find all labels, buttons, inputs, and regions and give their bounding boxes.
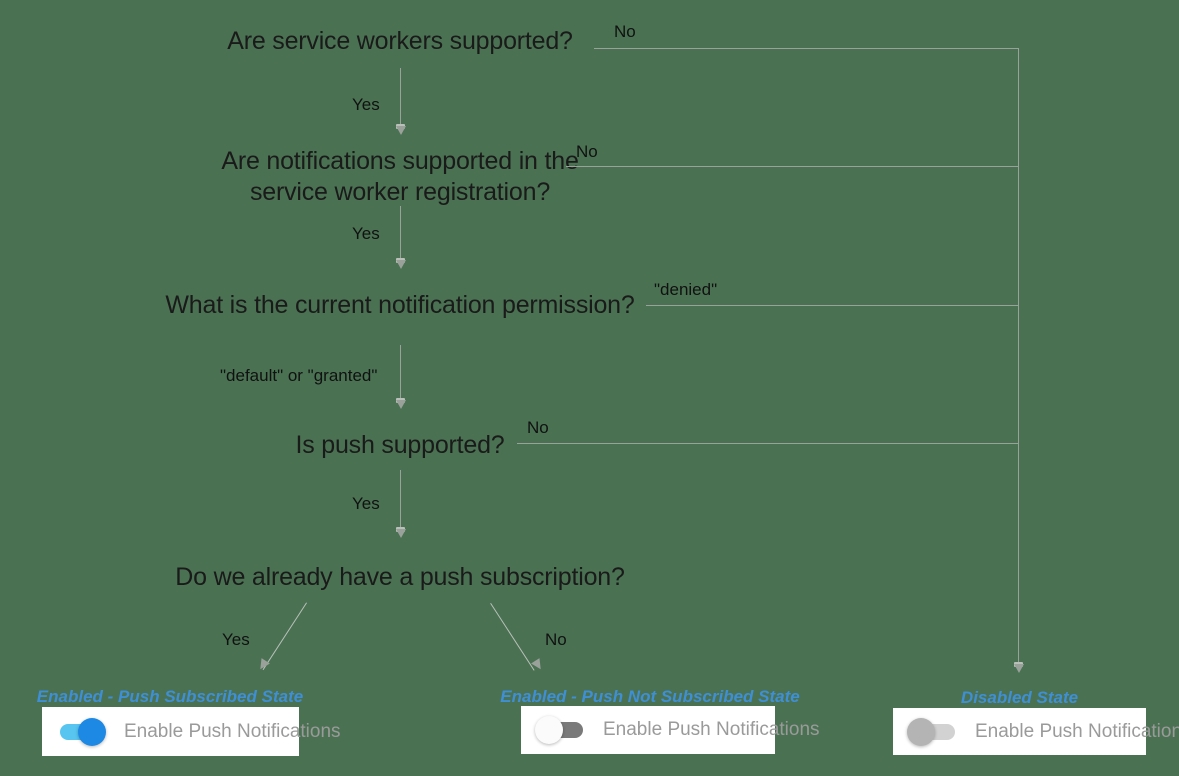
arrowhead-push-yes-tip xyxy=(396,529,406,538)
decision-node-notifications-support: Are notifications supported in the servi… xyxy=(221,147,579,206)
state-card-enabled-push-subscribed[interactable]: Enable Push Notifications xyxy=(42,707,341,756)
edge-label-service-workers-yes: Yes xyxy=(352,95,380,114)
edge-label-notifications-no: No xyxy=(576,142,598,161)
toggle-knob-icon xyxy=(535,716,563,744)
toggle-knob-icon xyxy=(78,717,106,746)
edge-label-permission-allowed: "default" or "granted" xyxy=(220,366,378,385)
edge-label-push-yes: Yes xyxy=(352,494,380,513)
push-toggle-label-subscribed: Enable Push Notifications xyxy=(124,720,341,742)
edge-subscription-yes xyxy=(262,602,307,671)
edge-permission-allowed xyxy=(400,345,401,398)
push-toggle-subscribed[interactable] xyxy=(60,717,106,746)
edge-push-yes xyxy=(400,470,401,527)
state-label-enabled-push-subscribed: Enabled - Push Subscribed State xyxy=(36,687,304,706)
edge-service-workers-no xyxy=(594,48,1019,49)
state-card-enabled-push-not-subscribed[interactable]: Enable Push Notifications xyxy=(521,706,820,754)
state-label-enabled-push-not-subscribed: Enabled - Push Not Subscribed State xyxy=(500,687,800,706)
edge-permission-denied xyxy=(646,305,1019,306)
arrowhead-service-workers-yes-tip xyxy=(396,126,406,135)
edge-notifications-yes xyxy=(400,206,401,258)
edge-label-push-no: No xyxy=(527,418,549,437)
push-toggle-disabled[interactable] xyxy=(907,717,955,746)
arrowhead-notifications-yes-tip xyxy=(396,260,406,269)
edge-subscription-no xyxy=(490,603,535,671)
push-toggle-label-disabled: Enable Push Notifications xyxy=(975,720,1179,742)
edge-notifications-no xyxy=(566,166,1019,167)
edge-label-permission-denied: "denied" xyxy=(654,280,718,299)
decision-node-push-supported: Is push supported? xyxy=(295,431,505,459)
edge-label-subscription-no: No xyxy=(545,630,567,649)
arrowhead-permission-allowed-tip xyxy=(396,400,406,409)
edge-label-notifications-yes: Yes xyxy=(352,224,380,243)
state-label-disabled: Disabled State xyxy=(960,688,1079,707)
edge-trunk-disabled xyxy=(1018,48,1019,664)
toggle-knob-icon xyxy=(907,717,935,746)
edge-push-no xyxy=(517,443,1019,444)
edge-service-workers-yes xyxy=(400,68,401,124)
state-card-disabled[interactable]: Enable Push Notifications xyxy=(893,708,1179,755)
decision-node-existing-subscription: Do we already have a push subscription? xyxy=(175,563,625,591)
push-toggle-label-not-subscribed: Enable Push Notifications xyxy=(603,719,820,740)
edge-label-service-workers-no: No xyxy=(614,22,636,41)
edge-label-subscription-yes: Yes xyxy=(222,630,250,649)
decision-node-service-workers: Are service workers supported? xyxy=(227,27,573,55)
decision-node-notification-permission: What is the current notification permiss… xyxy=(165,291,635,319)
arrowhead-trunk-disabled-tip xyxy=(1014,664,1024,673)
push-toggle-not-subscribed[interactable] xyxy=(535,716,583,744)
